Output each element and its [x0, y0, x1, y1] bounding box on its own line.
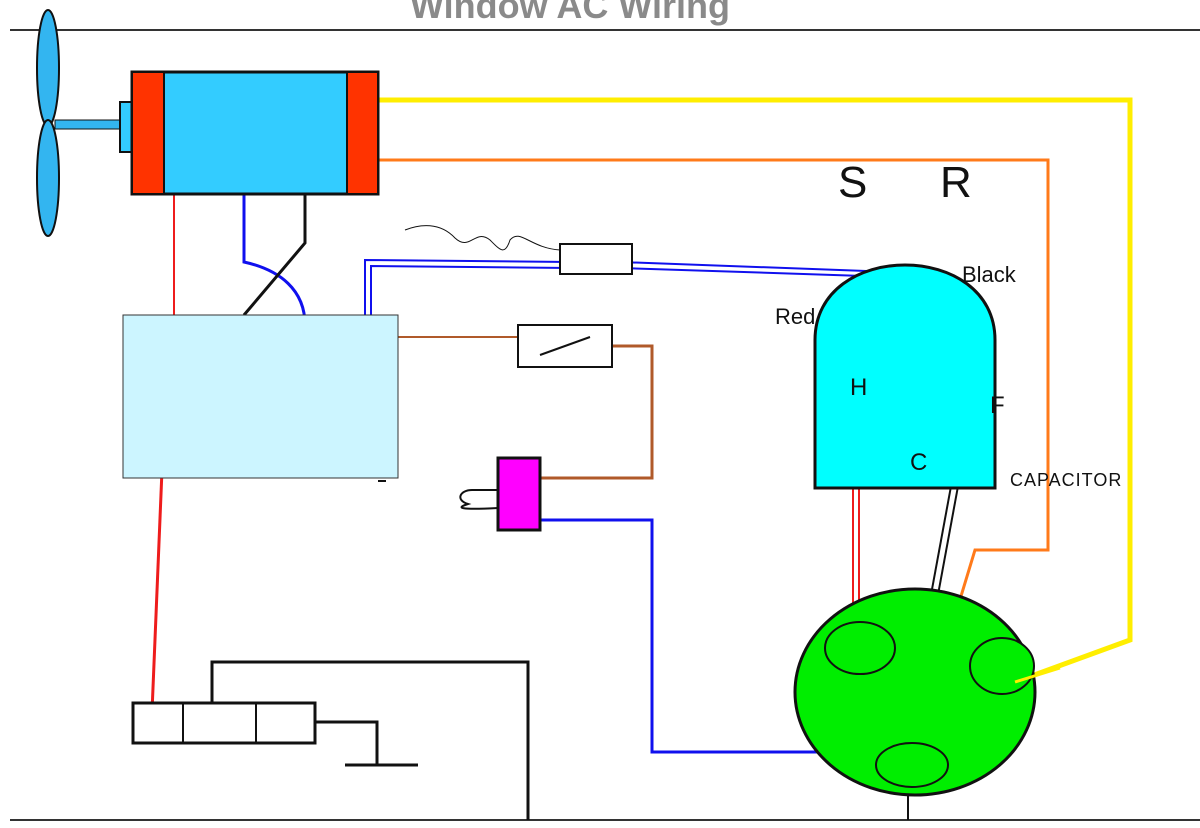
- diagram-title: Window AC Wiring: [410, 0, 730, 26]
- selector-switch: [122, 314, 399, 479]
- brown-wire-overload-relay: [540, 344, 654, 480]
- fan-icon: [36, 9, 126, 237]
- compressor-terminal-run: [969, 637, 1035, 695]
- label-fan: F: [990, 392, 1005, 419]
- blue-wire-to-fuse-2: [370, 264, 571, 315]
- compressor: [793, 587, 1037, 797]
- yellow-wire-terminal: [1014, 666, 1061, 684]
- yellow-wire: [378, 97, 1133, 685]
- blue-wire-motor-curve: [242, 195, 307, 326]
- label-red: Red: [775, 304, 815, 329]
- thermostat-probe: [404, 225, 561, 251]
- label-start: S: [838, 158, 867, 207]
- label-run: R: [940, 158, 972, 207]
- blue-wire-fuse-cap-2: [619, 267, 896, 278]
- red-wire-switch-terminal: [150, 469, 164, 713]
- fan-motor: [119, 70, 380, 196]
- compressor-terminal-start: [824, 621, 896, 675]
- blue-wire-fuse-cap: [619, 261, 896, 273]
- label-herm: H: [850, 374, 867, 401]
- blue-wire-relay-compressor: [540, 518, 890, 754]
- label-black: Black: [962, 262, 1017, 287]
- label-capacitor: CAPACITOR: [1010, 470, 1122, 490]
- ground-wire: [210, 660, 530, 820]
- blue-wire-to-fuse: [364, 258, 571, 315]
- ground-lead: [315, 720, 379, 765]
- capacitor: [813, 263, 997, 490]
- terminal-block: [131, 701, 317, 745]
- black-wire-motor: [242, 195, 307, 316]
- fuse: [559, 243, 633, 275]
- label-common: C: [910, 449, 927, 476]
- compressor-terminal-common: [875, 742, 949, 788]
- relay: [459, 456, 542, 532]
- overload-switch: [517, 324, 613, 368]
